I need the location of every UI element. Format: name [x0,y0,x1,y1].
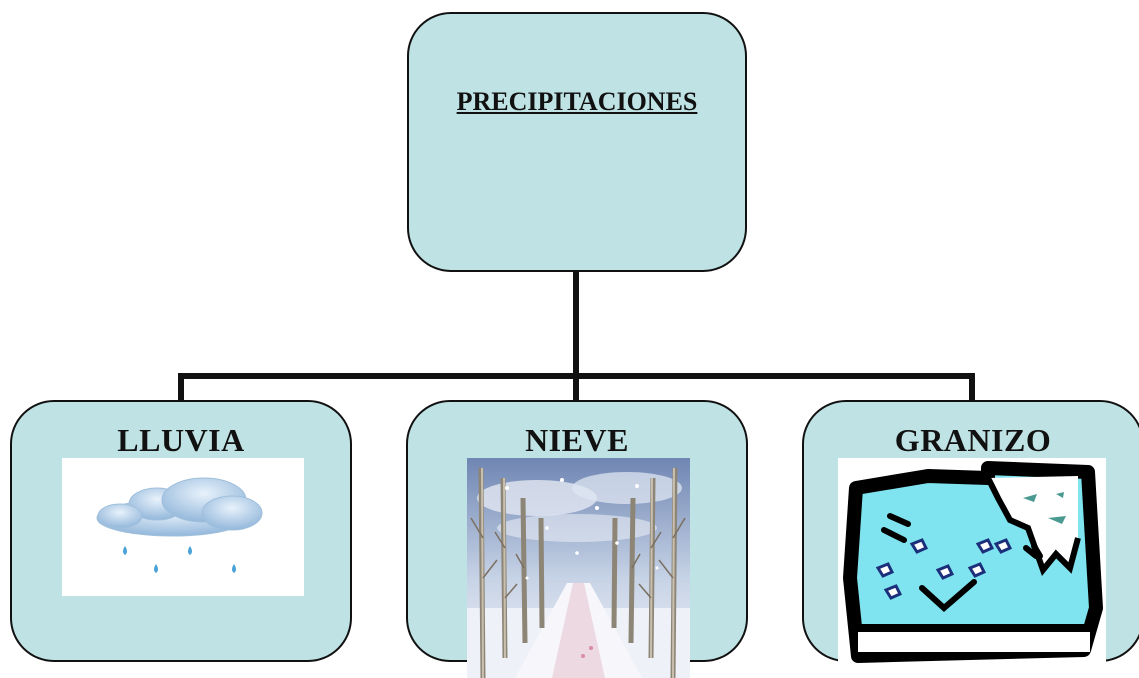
rain-cloud-icon [62,458,304,596]
node-lluvia: LLUVIA [10,400,352,662]
hail-window-icon [838,458,1106,678]
root-node: PRECIPITACIONES [407,12,747,272]
snowy-forest-path-image [467,458,690,678]
node-granizo: GRANIZO [802,400,1139,678]
node-nieve: NIEVE [406,400,748,678]
node-lluvia-label: LLUVIA [117,422,245,458]
connector-lines [178,272,975,402]
node-granizo-label: GRANIZO [894,422,1052,458]
node-nieve-label: NIEVE [525,422,629,458]
root-title: PRECIPITACIONES [456,87,698,116]
